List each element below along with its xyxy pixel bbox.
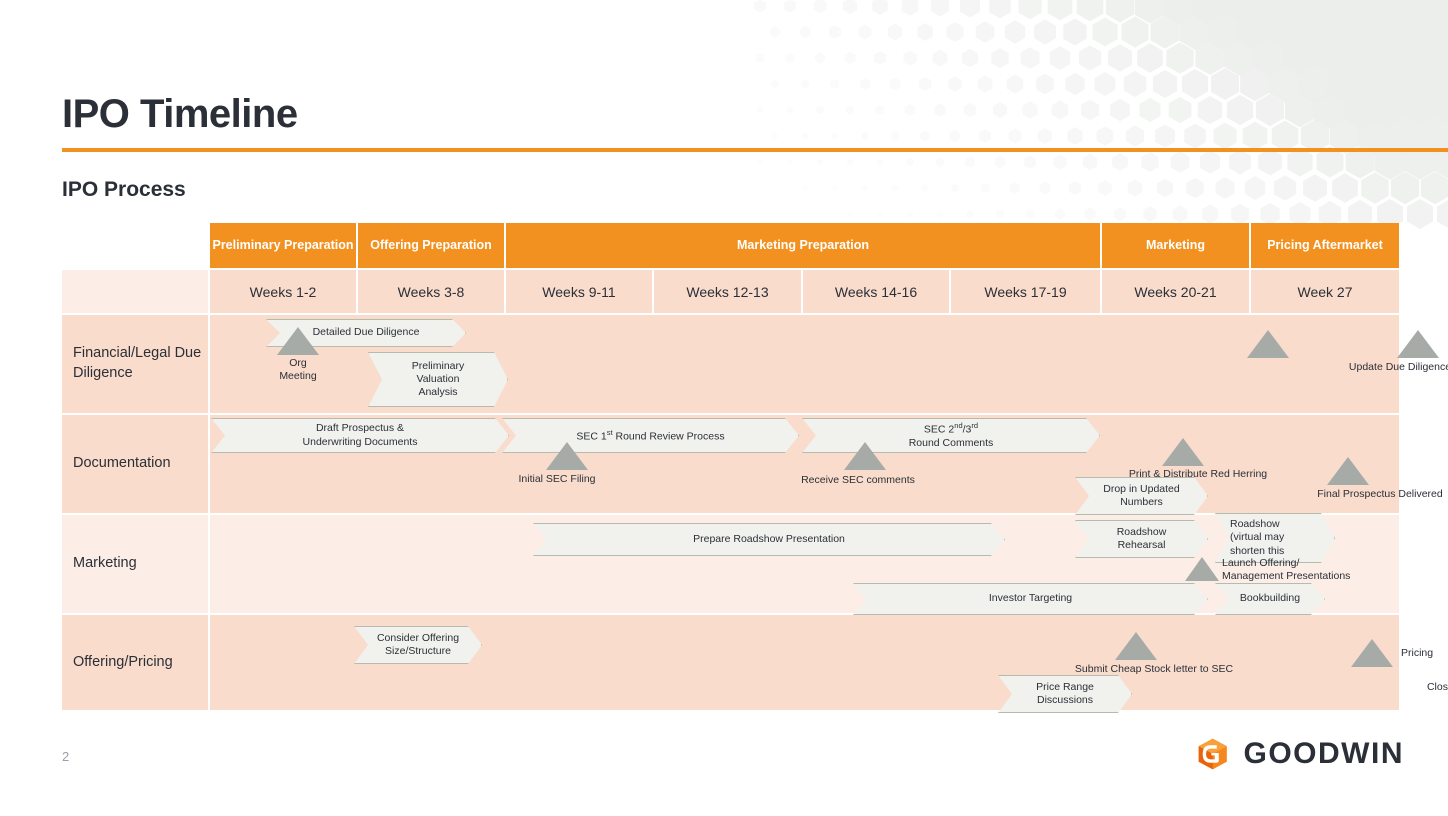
- phase-header-row: Preliminary Preparation Offering Prepara…: [62, 223, 1399, 268]
- weeks-cell-3: Weeks 9-11: [506, 268, 654, 313]
- goodwin-logo: GOODWIN: [1196, 731, 1404, 777]
- row-documentation: Documentation Draft Prospectus &Underwri…: [62, 413, 1443, 515]
- weeks-cell-2: Weeks 3-8: [358, 268, 506, 313]
- milestone-label-update-due-diligence: Update Due Diligence: [1348, 361, 1448, 373]
- phase-header-offering-preparation: Offering Preparation: [358, 223, 506, 268]
- row-label-text: Documentation: [73, 455, 171, 472]
- milestone-pricing-triangle[interactable]: [1351, 639, 1393, 667]
- bar-label: Prepare Roadshow Presentation: [693, 532, 845, 545]
- title-underline-rule: [62, 148, 1448, 152]
- milestone-label-pricing: Pricing: [1401, 647, 1434, 659]
- row-label-text: Financial/Legal Due Diligence: [73, 345, 202, 381]
- milestone-receive-sec-comments-triangle[interactable]: [844, 442, 886, 470]
- phase-header-preliminary-preparation: Preliminary Preparation: [210, 223, 358, 268]
- milestone-label-receive-sec-comments: Receive SEC comments: [801, 474, 915, 486]
- bar-sec-first-round-review[interactable]: SEC 1st Round Review Process: [502, 418, 799, 453]
- milestone-org-meeting-triangle[interactable]: [277, 327, 319, 355]
- milestone-label-launch-offering: Launch Offering/Management Presentations: [1222, 557, 1351, 583]
- milestone-update-due-diligence-triangle-2[interactable]: [1397, 330, 1439, 358]
- milestone-submit-cheap-stock-triangle[interactable]: [1115, 632, 1157, 660]
- milestone-final-prospectus-triangle[interactable]: [1327, 457, 1369, 485]
- phase-header-pricing-aftermarket: Pricing Aftermarket: [1251, 223, 1399, 268]
- row-label-documentation: Documentation: [62, 415, 210, 513]
- milestone-label-print-red-herring: Print & Distribute Red Herring: [1128, 468, 1268, 480]
- weeks-cell-7: Weeks 20-21: [1102, 268, 1251, 313]
- bar-draft-prospectus[interactable]: Draft Prospectus &Underwriting Documents: [211, 418, 509, 453]
- goodwin-wordmark: GOODWIN: [1243, 737, 1404, 770]
- weeks-cell-8: Week 27: [1251, 268, 1399, 313]
- weeks-cell-1: Weeks 1-2: [210, 268, 358, 313]
- bar-label: Detailed Due Diligence: [312, 326, 420, 339]
- milestone-initial-sec-filing-triangle[interactable]: [546, 442, 588, 470]
- phase-header-corner: [62, 223, 210, 268]
- bar-investor-targeting[interactable]: Investor Targeting: [853, 583, 1208, 615]
- page-title: IPO Timeline: [62, 92, 298, 136]
- milestone-launch-offering-triangle[interactable]: [1185, 557, 1219, 581]
- weeks-header-corner: [62, 268, 210, 313]
- weeks-cell-5: Weeks 14-16: [803, 268, 951, 313]
- bar-prepare-roadshow-presentation[interactable]: Prepare Roadshow Presentation: [533, 523, 1005, 556]
- row-marketing: Marketing Prepare Roadshow Presentation …: [62, 513, 1399, 613]
- section-subtitle: IPO Process: [62, 178, 186, 201]
- milestone-update-due-diligence-triangle-1[interactable]: [1247, 330, 1289, 358]
- weeks-header-row: Weeks 1-2 Weeks 3-8 Weeks 9-11 Weeks 12-…: [62, 268, 1399, 313]
- milestone-label-initial-sec-filing: Initial SEC Filing: [518, 473, 596, 485]
- row-label-offering-pricing: Offering/Pricing: [62, 615, 210, 710]
- phase-header-marketing: Marketing: [1102, 223, 1251, 268]
- weeks-cell-6: Weeks 17-19: [951, 268, 1102, 313]
- milestone-label-submit-cheap-stock: Submit Cheap Stock letter to SEC: [1074, 663, 1234, 675]
- row-label-text: Marketing: [73, 555, 137, 572]
- goodwin-hexagon-g-logo-icon: [1198, 738, 1227, 770]
- bar-label: SEC 1st Round Review Process: [576, 427, 725, 443]
- row-label-due-diligence: Financial/Legal Due Diligence: [62, 315, 210, 413]
- milestone-label-closing: Closing: [1426, 681, 1448, 693]
- row-due-diligence: Financial/Legal Due Diligence Detailed D…: [62, 313, 1448, 413]
- milestone-label-final-prospectus: Final Prospectus Delivered: [1317, 488, 1443, 500]
- milestone-print-red-herring-triangle[interactable]: [1162, 438, 1204, 466]
- ipo-timeline-chart: Preliminary Preparation Offering Prepara…: [62, 223, 1448, 713]
- bar-label: Bookbuilding: [1239, 592, 1301, 605]
- row-label-text: Offering/Pricing: [73, 653, 173, 670]
- weeks-cell-4: Weeks 12-13: [654, 268, 803, 313]
- bar-bookbuilding[interactable]: Bookbuilding: [1215, 583, 1325, 615]
- row-label-marketing: Marketing: [62, 515, 210, 613]
- bar-label: Draft Prospectus &Underwriting Documents: [302, 422, 418, 448]
- phase-header-marketing-preparation: Marketing Preparation: [506, 223, 1102, 268]
- row-track-documentation: Draft Prospectus &Underwriting Documents…: [210, 415, 1443, 515]
- bar-label: Investor Targeting: [988, 592, 1073, 605]
- page-number: 2: [62, 749, 70, 764]
